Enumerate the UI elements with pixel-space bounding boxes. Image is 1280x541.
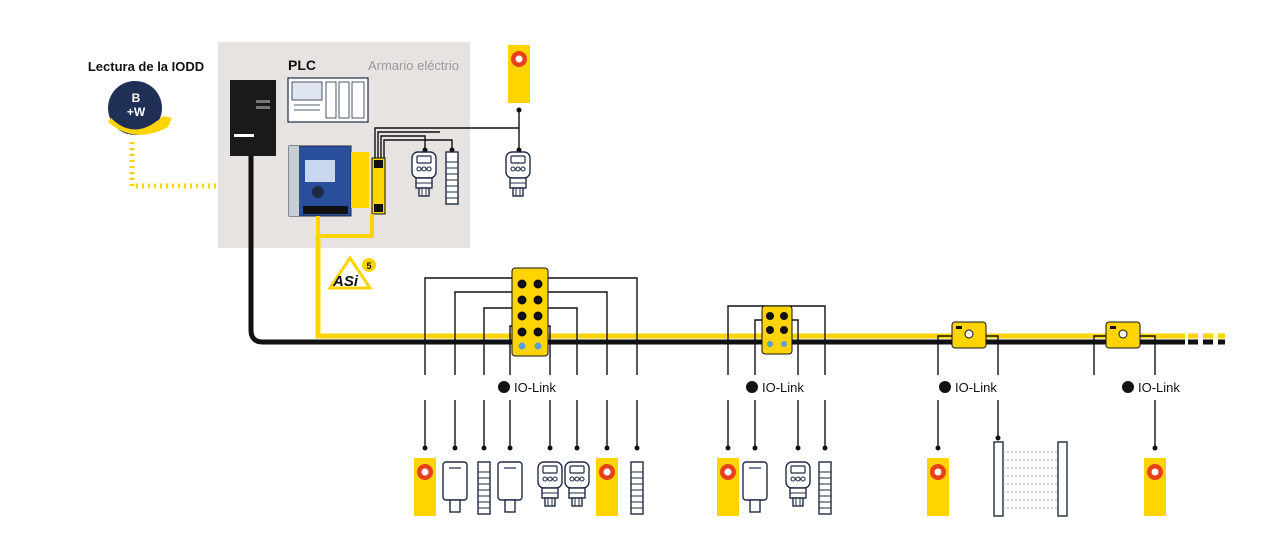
cabinet-wiring (374, 110, 520, 158)
inductive-sensor-icon (445, 151, 459, 205)
module-4-wiring (1093, 335, 1156, 448)
emergency-stop-icon (508, 45, 530, 103)
svg-text:IO-Link: IO-Link (514, 380, 556, 395)
asi-gateway-icon (288, 145, 369, 217)
cabinet-label: Armario eléctrio (368, 58, 459, 73)
asi-logo-icon: ASi 5 (327, 255, 376, 290)
iolink-label-4: IO-Link (1122, 380, 1180, 395)
rect-sensor-icon (497, 461, 523, 513)
asi-logo-text: ASi (332, 273, 359, 290)
iodd-label: Lectura de la IODD (88, 59, 204, 74)
asi-module-4 (1105, 321, 1141, 349)
power-supply-icon (230, 80, 276, 156)
iolink-label-3: IO-Link (939, 380, 997, 395)
svg-text:B: B (132, 91, 141, 105)
rect-sensor-icon (442, 461, 468, 513)
asi-module-1 (511, 267, 549, 357)
light-curtain-icon (993, 441, 1068, 517)
iolink-icon (746, 381, 758, 393)
pressure-sensor-icon (537, 461, 563, 507)
plc-label: PLC (288, 57, 316, 73)
emergency-stop-icon (1144, 458, 1166, 516)
svg-text:IO-Link: IO-Link (1138, 380, 1180, 395)
power-bus-line (248, 156, 1185, 345)
emergency-stop-icon (596, 458, 618, 516)
iodd-reading: Lectura de la IODD B +W (88, 59, 294, 191)
control-cabinet: Armario eléctrio PLC (218, 42, 522, 248)
svg-text:+W: +W (127, 105, 146, 119)
inductive-sensor-icon (477, 461, 491, 515)
emergency-stop-icon (414, 458, 436, 516)
emergency-stop-icon (717, 458, 739, 516)
inductive-sensor-icon (630, 461, 644, 515)
pressure-sensor-icon (505, 151, 531, 197)
module-3-wiring (937, 335, 999, 448)
iodd-logo-icon: B +W (108, 81, 172, 135)
io-module-icon (371, 157, 386, 215)
asi-module-3 (951, 321, 987, 349)
emergency-stop-icon (927, 458, 949, 516)
iolink-icon (498, 381, 510, 393)
rect-sensor-icon (742, 461, 768, 513)
iolink-label-2: IO-Link (746, 380, 804, 395)
asi-version: 5 (366, 261, 371, 271)
inductive-sensor-icon (818, 461, 832, 515)
pressure-sensor-icon (785, 461, 811, 507)
device-connection-dots (422, 435, 1158, 451)
iolink-icon (939, 381, 951, 393)
asi-bus-line (315, 236, 1185, 339)
pressure-sensor-icon (564, 461, 590, 507)
iolink-icon (1122, 381, 1134, 393)
iolink-label-1: IO-Link (498, 380, 556, 395)
svg-text:IO-Link: IO-Link (762, 380, 804, 395)
asi-module-2 (761, 305, 793, 355)
plc-cpu-icon (287, 77, 369, 123)
svg-text:IO-Link: IO-Link (955, 380, 997, 395)
iodd-transfer-path (129, 142, 286, 189)
